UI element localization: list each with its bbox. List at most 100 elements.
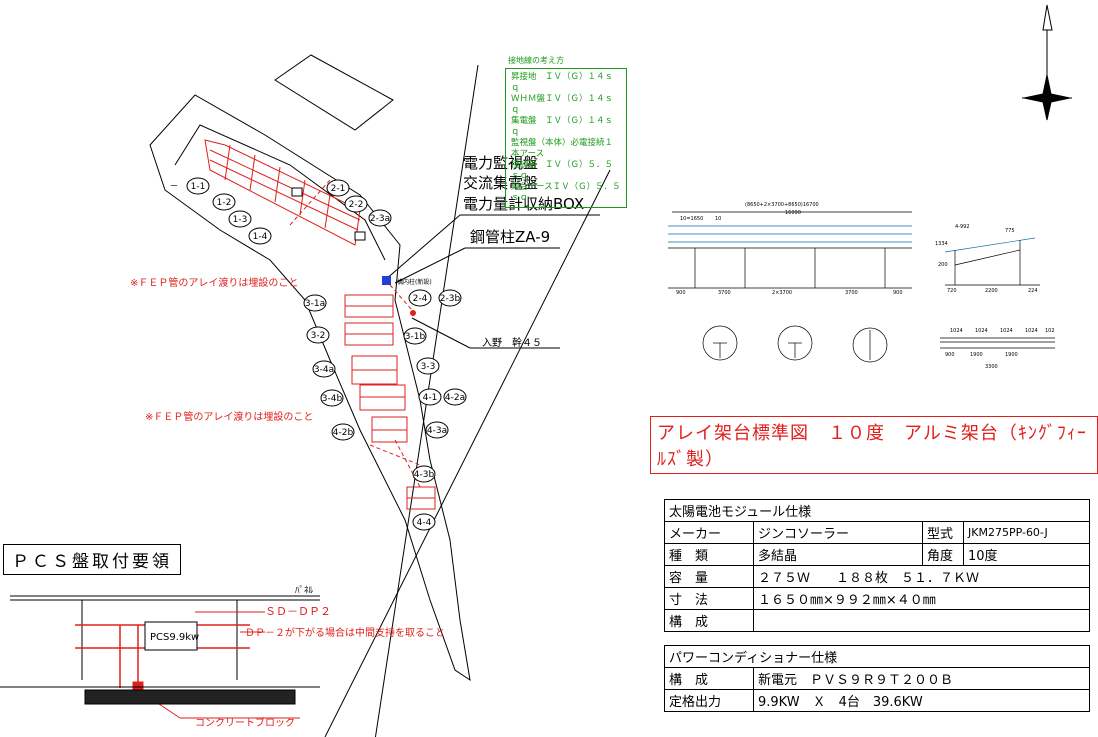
side-dim-4: 720 [947,288,957,294]
side-dim-1: 775 [1005,228,1015,234]
dim-bottom-4: 900 [893,290,903,296]
side-dim-3: 200 [938,262,948,268]
array-frame-front [940,337,1055,349]
array-id-circle [228,210,252,228]
pcs-mount-title: ＰＣＳ盤取付要領 [3,544,181,575]
array-id-circle [320,389,344,407]
front-dim-8: 3300 [985,364,998,370]
array-id-2-3a: 2-3a [370,214,390,224]
array-id-3-1b: 3-1b [405,332,426,342]
spec-value: 10度 [963,543,1090,566]
array-id-4-3a: 4-3a [427,426,447,436]
spec-value: 9.9KW Ｘ 4台 39.6KW [753,689,1090,712]
array-id-3-2: 3-2 [311,331,326,341]
side-dim-2: 1334 [935,241,948,247]
dim-top-1: 16090 [785,210,801,216]
pole-label: 鋼管柱ZA-9 [470,228,550,246]
array-id-circle [212,193,236,211]
minus-label: － [169,182,178,192]
equipment-label-2: 電力量計収納BOX [463,195,584,213]
array-id-4-4: 4-4 [417,518,432,528]
spec-key: メーカー [664,521,754,544]
pole-small-label: 構内柱(新設) [397,278,432,286]
array-id-circle [306,326,330,344]
concrete-label: コンクリートブロック [195,716,295,729]
array-id-4-2a: 4-2a [445,393,465,403]
spec-value: ２７５Ｗ １８８枚 ５１．７ＫＷ [753,565,1090,588]
spec-key: 型式 [922,521,964,544]
dim-bottom-2: 2×3700 [772,290,792,296]
array-id-circle [443,388,467,406]
array-id-3-4a: 3-4a [314,365,334,375]
array-id-circle [418,388,442,406]
array-id-circle [312,360,336,378]
array-id-circle [412,513,436,531]
front-dim-4: 102 [1045,328,1055,334]
pcs-mount-drawing [0,595,320,719]
spec-key: 構 成 [664,667,754,690]
front-dim-0: 1024 [950,328,963,334]
front-dim-1: 1024 [975,328,988,334]
spec-key: 種 類 [664,543,754,566]
array-id-circle [408,289,432,307]
spec-key: 寸 法 [664,587,754,610]
array-id-4-2b: 4-2b [333,428,354,438]
ground-wire-line: 監視盤（本体）必電接続１本アース [511,138,614,159]
spec-value: ジンコソーラー [753,521,923,544]
spec-key: 構 成 [664,609,754,632]
dim-bottom-0: 900 [676,290,686,296]
side-dim-0: 4-992 [955,224,970,230]
array-id-circle [416,357,440,375]
array-id-2-4: 2-4 [413,294,428,304]
spec-key: 容 量 [664,565,754,588]
array-id-circle [425,421,449,439]
pcs-dp-note: ＤＰ－２が下がる場合は中間支持を取ること [245,626,445,639]
pcs-panel-label: ﾊﾟﾈﾙ [295,585,314,596]
pcs-sd-label: ＳＤ－ＤＰ２ [265,605,331,618]
array-block-upper [204,139,361,246]
side-dim-5: 2200 [985,288,998,294]
frame-detail-circles [702,325,888,363]
front-dim-7: 1900 [1005,352,1018,358]
array-id-3-1a: 3-1a [305,299,325,309]
ground-wire-line: 架台アースＩＶ（Ｇ）５．５ｓｑ [511,182,621,203]
array-frame-title: アレイ架台標準図 １０度 アルミ架台（ｷﾝｸﾞﾌｨｰﾙｽﾞ製） [650,416,1098,474]
module-spec-table: 太陽電池モジュール仕様 メーカー ジンコソーラー 型式 JKM275PP-60-… [664,499,1090,632]
ground-wire-line: ＷＨＭ盤ＩＶ（Ｇ）１４ｓｑ [511,94,614,115]
array-id-circle [186,177,210,195]
array-id-circle [331,423,355,441]
front-dim-5: 900 [945,352,955,358]
spec-value: 多結晶 [753,543,923,566]
pole-marker [382,276,391,285]
feeder-label: 入野 幹４５ [482,336,542,349]
array-id-1-1: 1-1 [191,182,206,192]
pcs-spec-caption: パワーコンディショナー仕様 [664,645,1090,668]
array-id-circle [368,209,392,227]
pcs-box-label: PCS9.9kw [150,632,199,643]
array-id-2-3b: 2-3b [440,294,461,304]
spec-value: １６５０㎜×９９２㎜×４０㎜ [753,587,1090,610]
equipment-label-0: 電力監視盤 [463,154,538,172]
array-frame-elevation [668,211,912,289]
array-id-3-3: 3-3 [421,362,436,372]
meter-marker [410,310,416,316]
array-frame-side [944,237,1040,286]
spec-value [753,609,1090,632]
array-id-4-3b: 4-3b [414,470,435,480]
ground-wire-line: 接続箱 ＩＶ（Ｇ）５．５ｓｑ [511,160,614,181]
front-dim-6: 1900 [970,352,983,358]
fep-note-0: ※ＦＥＰ管のアレイ渡りは埋設のこと [130,276,298,289]
array-id-3-4b: 3-4b [322,394,343,404]
front-dim-3: 1024 [1025,328,1038,334]
array-id-circle [344,195,368,213]
ground-wire-line: 昇接地 ＩＶ（Ｇ）１４ｓｑ [511,72,614,93]
dim-top-2: 10=1650 [680,216,703,222]
array-id-1-2: 1-2 [217,198,232,208]
dim-bottom-1: 3700 [718,290,731,296]
side-dim-6: 224 [1028,288,1038,294]
array-id-circle [303,294,327,312]
array-id-circle [403,327,427,345]
array-id-1-3: 1-3 [233,215,248,225]
